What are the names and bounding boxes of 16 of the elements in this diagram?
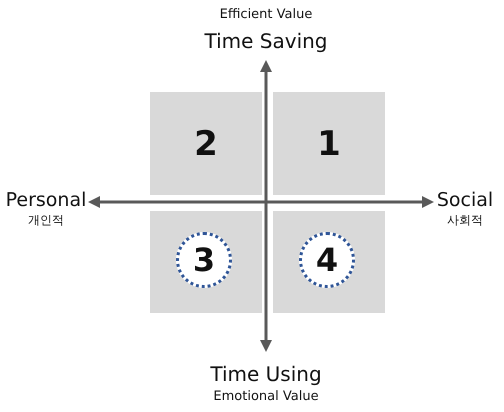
quadrant-box	[150, 211, 262, 313]
quadrant-number: 1	[317, 124, 341, 164]
axis-caption: 개인적	[28, 214, 64, 228]
quadrant-number: 2	[194, 124, 218, 164]
dotted-circle: 3	[176, 232, 232, 288]
quadrant-box	[273, 211, 385, 313]
axis-caption: Efficient Value	[220, 8, 312, 22]
axis-title: Time Using	[210, 363, 322, 385]
quadrant-box	[273, 92, 385, 195]
axis-caption: Emotional Value	[213, 390, 319, 404]
dotted-circle: 4	[299, 232, 355, 288]
axis-title: Time Saving	[204, 30, 328, 52]
axis-title: Personal	[6, 190, 86, 211]
quadrant-box	[150, 92, 262, 195]
axis-caption: 사회적	[447, 214, 483, 228]
axis-title: Social	[436, 190, 494, 211]
